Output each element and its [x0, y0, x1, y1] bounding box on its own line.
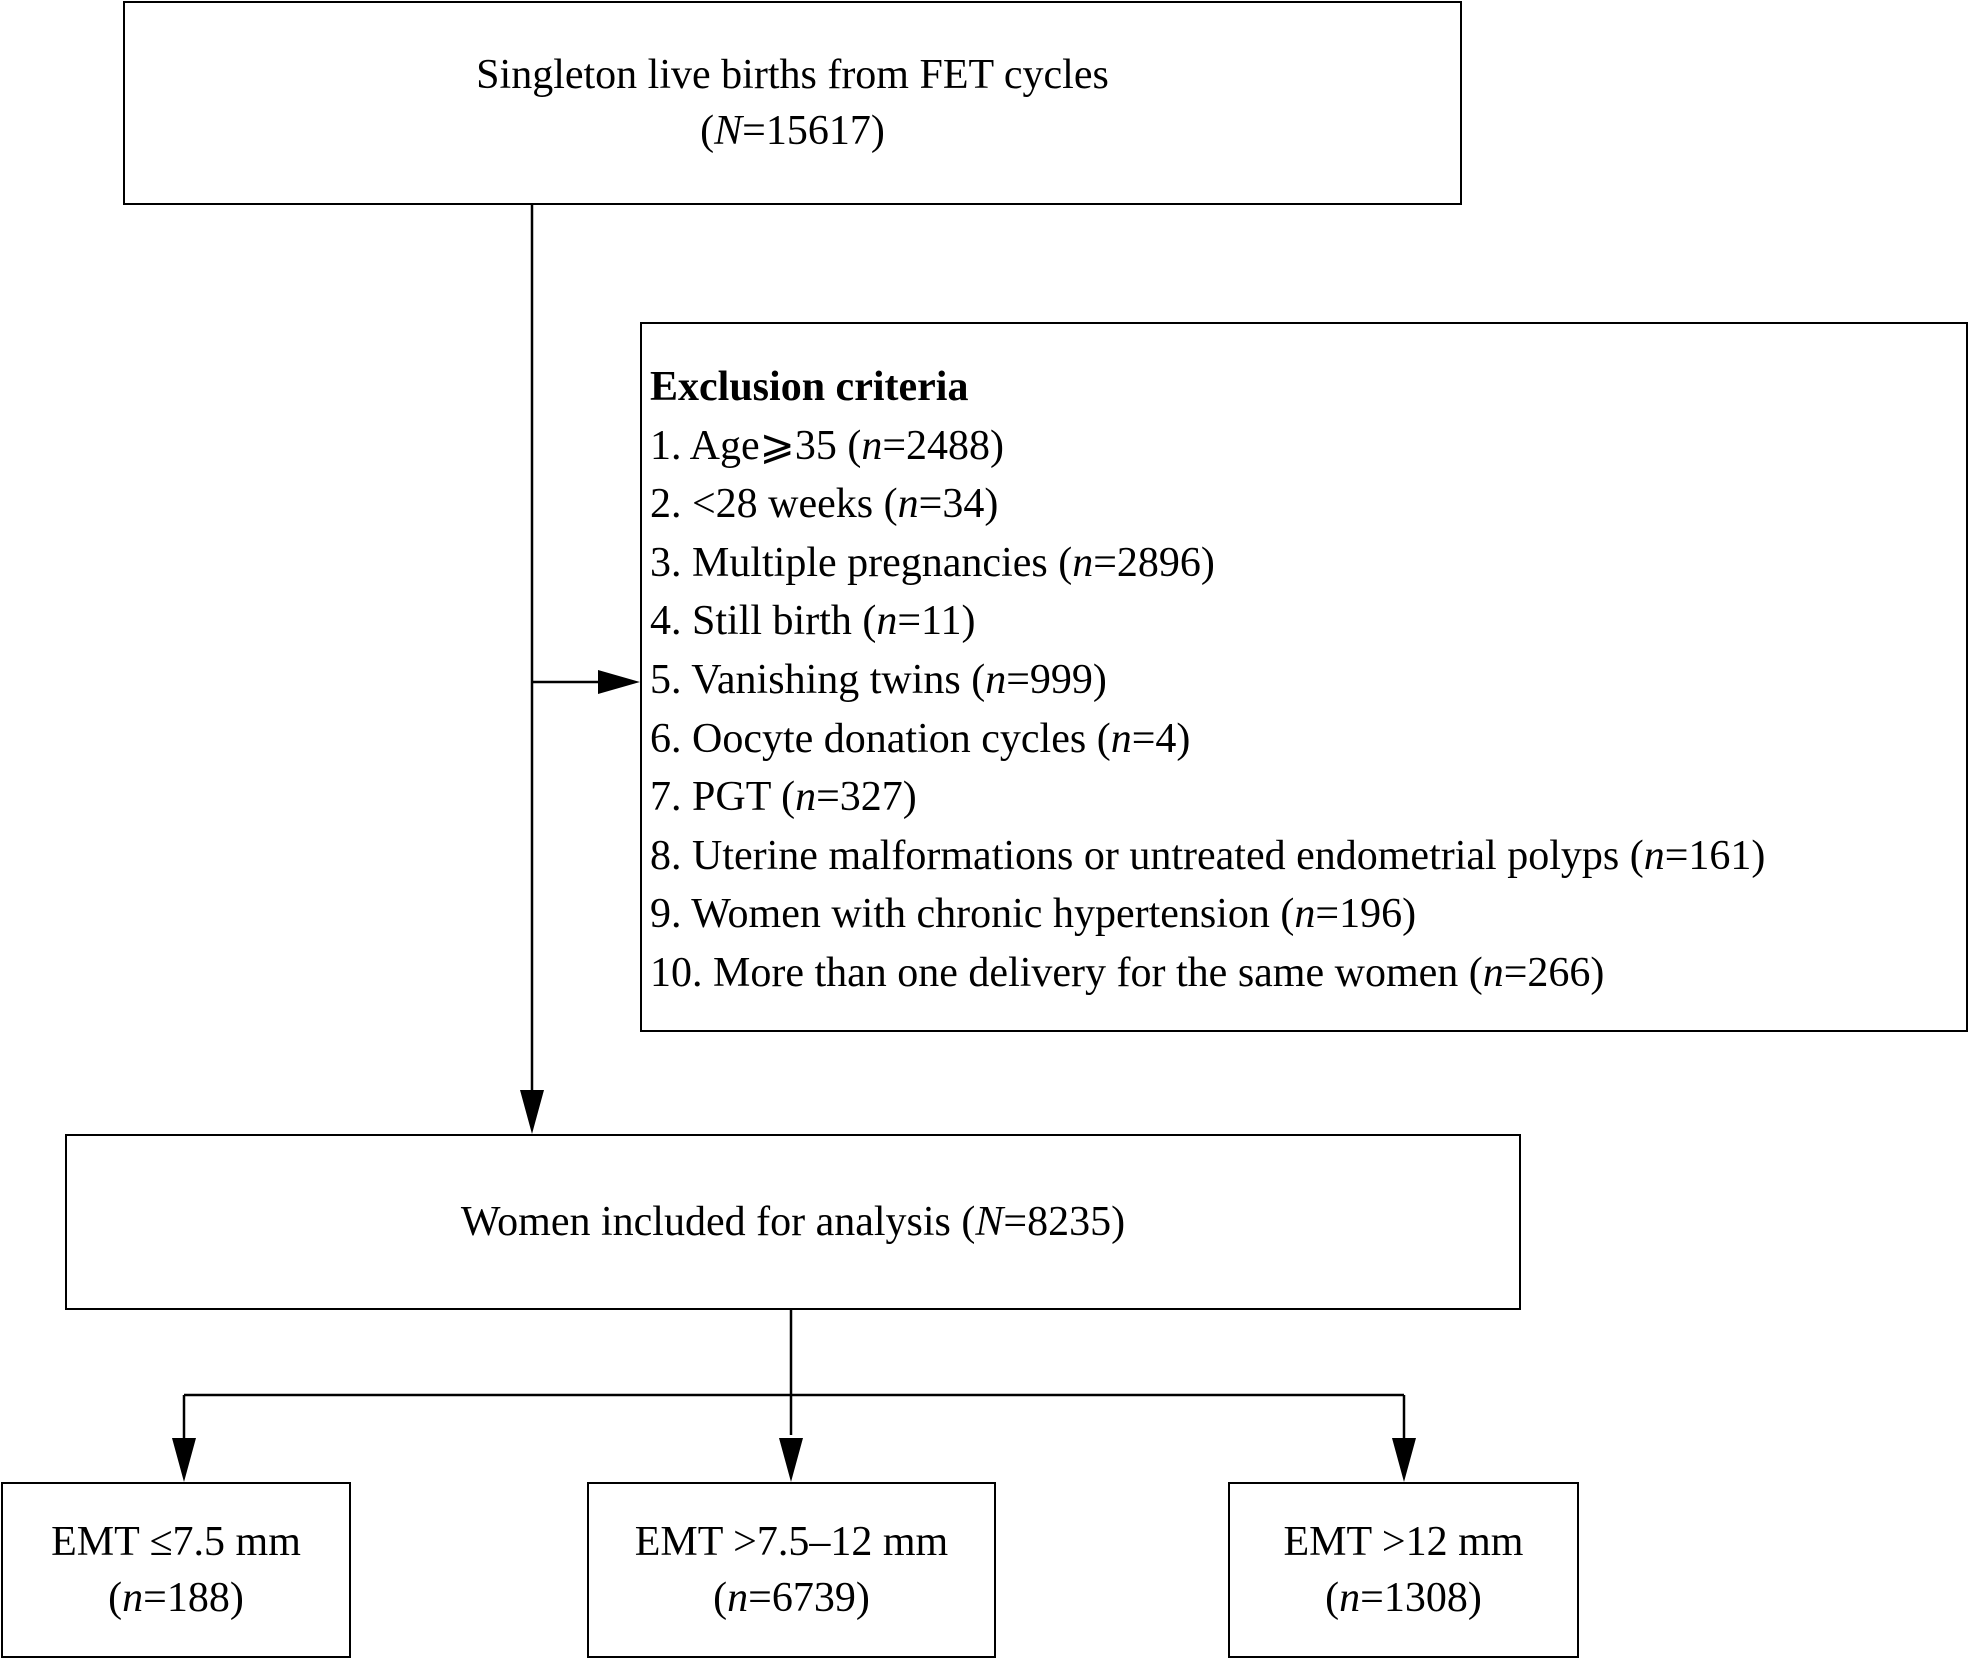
exclusion-item: 10. More than one delivery for the same … [650, 949, 1605, 996]
arrowhead-exclusion-icon [598, 670, 640, 694]
exclusion-item: 1. Age⩾35 (n=2488) [650, 422, 1005, 469]
arrowhead-group-right-icon [1392, 1438, 1416, 1482]
group-box-high-emt: EMT >12 mm (n=1308) [1228, 1482, 1579, 1658]
exclusion-item: 8. Uterine malformations or untreated en… [650, 832, 1766, 879]
source-title: Singleton live births from FET cycles [476, 52, 1109, 98]
exclusion-item: 4. Still birth (n=11) [650, 598, 976, 645]
group-label: EMT ≤7.5 mm [51, 1519, 301, 1565]
exclusion-item: 9. Women with chronic hypertension (n=19… [650, 891, 1417, 938]
source-count-var: N [714, 108, 743, 154]
included-cohort-box: Women included for analysis (N=8235) [65, 1134, 1521, 1310]
exclusion-item: 5. Vanishing twins (n=999) [650, 656, 1107, 703]
included-label: Women included for analysis (N=8235) [460, 1199, 1126, 1245]
source-count-value: 15617 [765, 108, 871, 154]
source-count: (N=15617) [700, 108, 885, 154]
arrowhead-included-icon [520, 1090, 544, 1134]
group-box-mid-emt: EMT >7.5–12 mm (n=6739) [587, 1482, 996, 1658]
group-label: EMT >12 mm [1283, 1519, 1524, 1565]
exclusion-item: 6. Oocyte donation cycles (n=4) [650, 715, 1191, 762]
group-label: EMT >7.5–12 mm [634, 1519, 949, 1565]
exclusion-heading: Exclusion criteria [650, 364, 969, 410]
exclusion-criteria-box: Exclusion criteria 1. Age⩾35 (n=2488) 2.… [640, 322, 1968, 1032]
arrowhead-group-middle-icon [779, 1438, 803, 1482]
group-count: (n=6739) [713, 1575, 870, 1621]
exclusion-item: 3. Multiple pregnancies (n=2896) [650, 539, 1215, 586]
source-cohort-box: Singleton live births from FET cycles (N… [123, 1, 1462, 205]
exclusion-item: 7. PGT (n=327) [650, 774, 917, 821]
group-count: (n=188) [108, 1575, 244, 1621]
group-box-low-emt: EMT ≤7.5 mm (n=188) [1, 1482, 351, 1658]
arrowhead-group-left-icon [172, 1438, 196, 1482]
exclusion-item: 2. <28 weeks (n=34) [650, 481, 999, 528]
group-count: (n=1308) [1325, 1575, 1482, 1621]
